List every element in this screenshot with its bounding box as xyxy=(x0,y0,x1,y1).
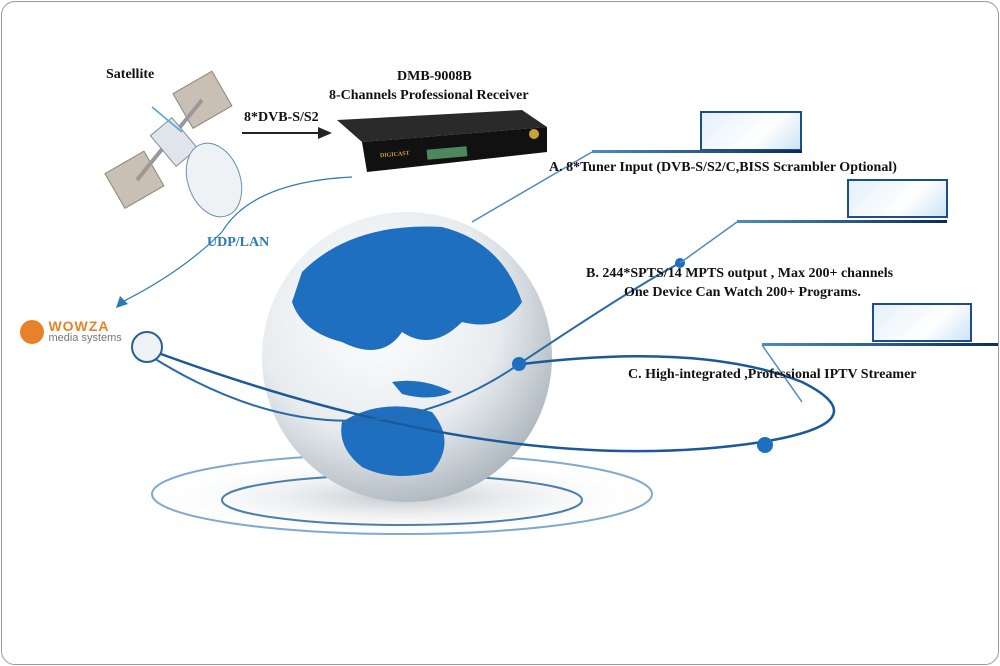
continent-asia xyxy=(292,226,522,350)
wowza-name: WOWZA xyxy=(48,318,110,334)
feature-a-bar xyxy=(592,150,802,153)
feature-b-box xyxy=(847,179,948,218)
orbit-1 xyxy=(141,345,836,453)
udp-cable xyxy=(121,176,353,303)
feature-a-box xyxy=(700,111,802,151)
device-model: DMB-9008B xyxy=(397,69,472,84)
feature-b-line1: B. 244*SPTS/14 MPTS output , Max 200+ ch… xyxy=(586,266,894,281)
udp-lan-label: UDP/LAN xyxy=(207,235,270,250)
udp-arrowhead xyxy=(116,296,128,308)
islands xyxy=(392,380,452,398)
satellite-label: Satellite xyxy=(106,67,155,82)
feature-c-box xyxy=(872,303,972,342)
feature-a-text: A. 8*Tuner Input (DVB-S/S2/C,BISS Scramb… xyxy=(549,160,897,175)
feature-c-text: C. High-integrated ,Professional IPTV St… xyxy=(628,367,917,382)
wowza-logo-icon xyxy=(20,320,44,344)
input-arrowhead xyxy=(318,127,332,139)
continent-australia xyxy=(341,406,445,476)
orbit-node xyxy=(512,357,526,371)
connector-b xyxy=(679,221,738,264)
receiver-device-icon xyxy=(337,110,547,172)
wowza-subtitle: media systems xyxy=(48,332,122,344)
satellite-icon xyxy=(104,70,243,218)
orbit-node xyxy=(757,437,773,453)
wowza-node-icon xyxy=(131,331,163,363)
input-arrow-label: 8*DVB-S/S2 xyxy=(244,110,319,125)
connector-a xyxy=(471,151,593,223)
orbit-2 xyxy=(151,261,683,422)
feature-b-bar xyxy=(737,220,947,223)
device-description: 8-Channels Professional Receiver xyxy=(329,88,529,103)
connector-c xyxy=(761,344,803,403)
feature-b-line2: One Device Can Watch 200+ Programs. xyxy=(624,285,861,300)
feature-c-bar xyxy=(762,343,998,346)
wowza-logo: WOWZA media systems xyxy=(20,318,122,344)
